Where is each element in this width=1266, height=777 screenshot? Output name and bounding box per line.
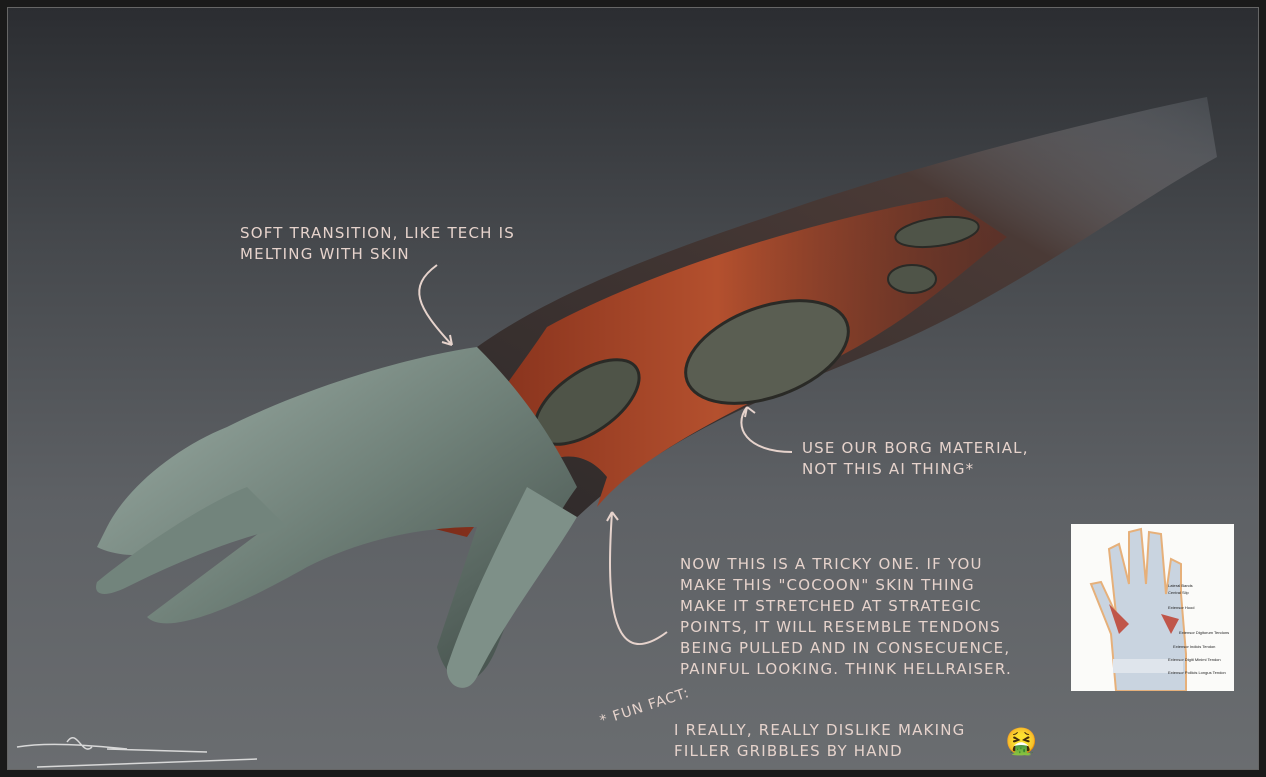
hand-anatomy-drawing: [1089, 527, 1187, 692]
tech-panel: [684, 299, 850, 405]
vomiting-face-emoji: 🤮: [1005, 727, 1038, 756]
label-lateral-bands: Lateral Bands: [1168, 583, 1193, 588]
label-central-slip: Central Slip: [1168, 590, 1189, 595]
label-extensor-indicis: Extensor Indicis Tendon: [1173, 644, 1216, 649]
label-extensor-digiti-minimi: Extensor Digiti Minimi Tendon: [1168, 657, 1221, 662]
label-extensor-hood: Extensor Hood: [1168, 605, 1195, 610]
hand-back: [97, 347, 577, 681]
label-extensor-pollicis-longus: Extensor Pollicis Longus Tendon: [1168, 670, 1226, 675]
note-borg-material: Use our Borg material, not this AI thing…: [802, 439, 1029, 478]
fun-fact-text: I really, really dislike making filler g…: [674, 721, 966, 760]
arrow-transition: [418, 264, 453, 346]
tech-panel: [887, 264, 937, 294]
note-tricky-tendons: Now this is a tricky one. If you make th…: [680, 555, 1012, 678]
arrow-tricky: [606, 511, 668, 646]
note-soft-transition: Soft transition, like tech is melting wi…: [240, 224, 515, 263]
cyborg-hand-illustration: [16, 97, 1217, 768]
signature: [16, 737, 258, 768]
thumb: [446, 487, 577, 688]
finger: [96, 487, 287, 594]
tech-panel: [894, 215, 980, 249]
hand-anatomy-reference: Lateral Bands Central Slip Extensor Hood…: [1071, 524, 1234, 692]
arrow-borg: [740, 406, 793, 453]
label-extensor-digitorum: Extensor Digitorum Tendons: [1179, 630, 1230, 635]
